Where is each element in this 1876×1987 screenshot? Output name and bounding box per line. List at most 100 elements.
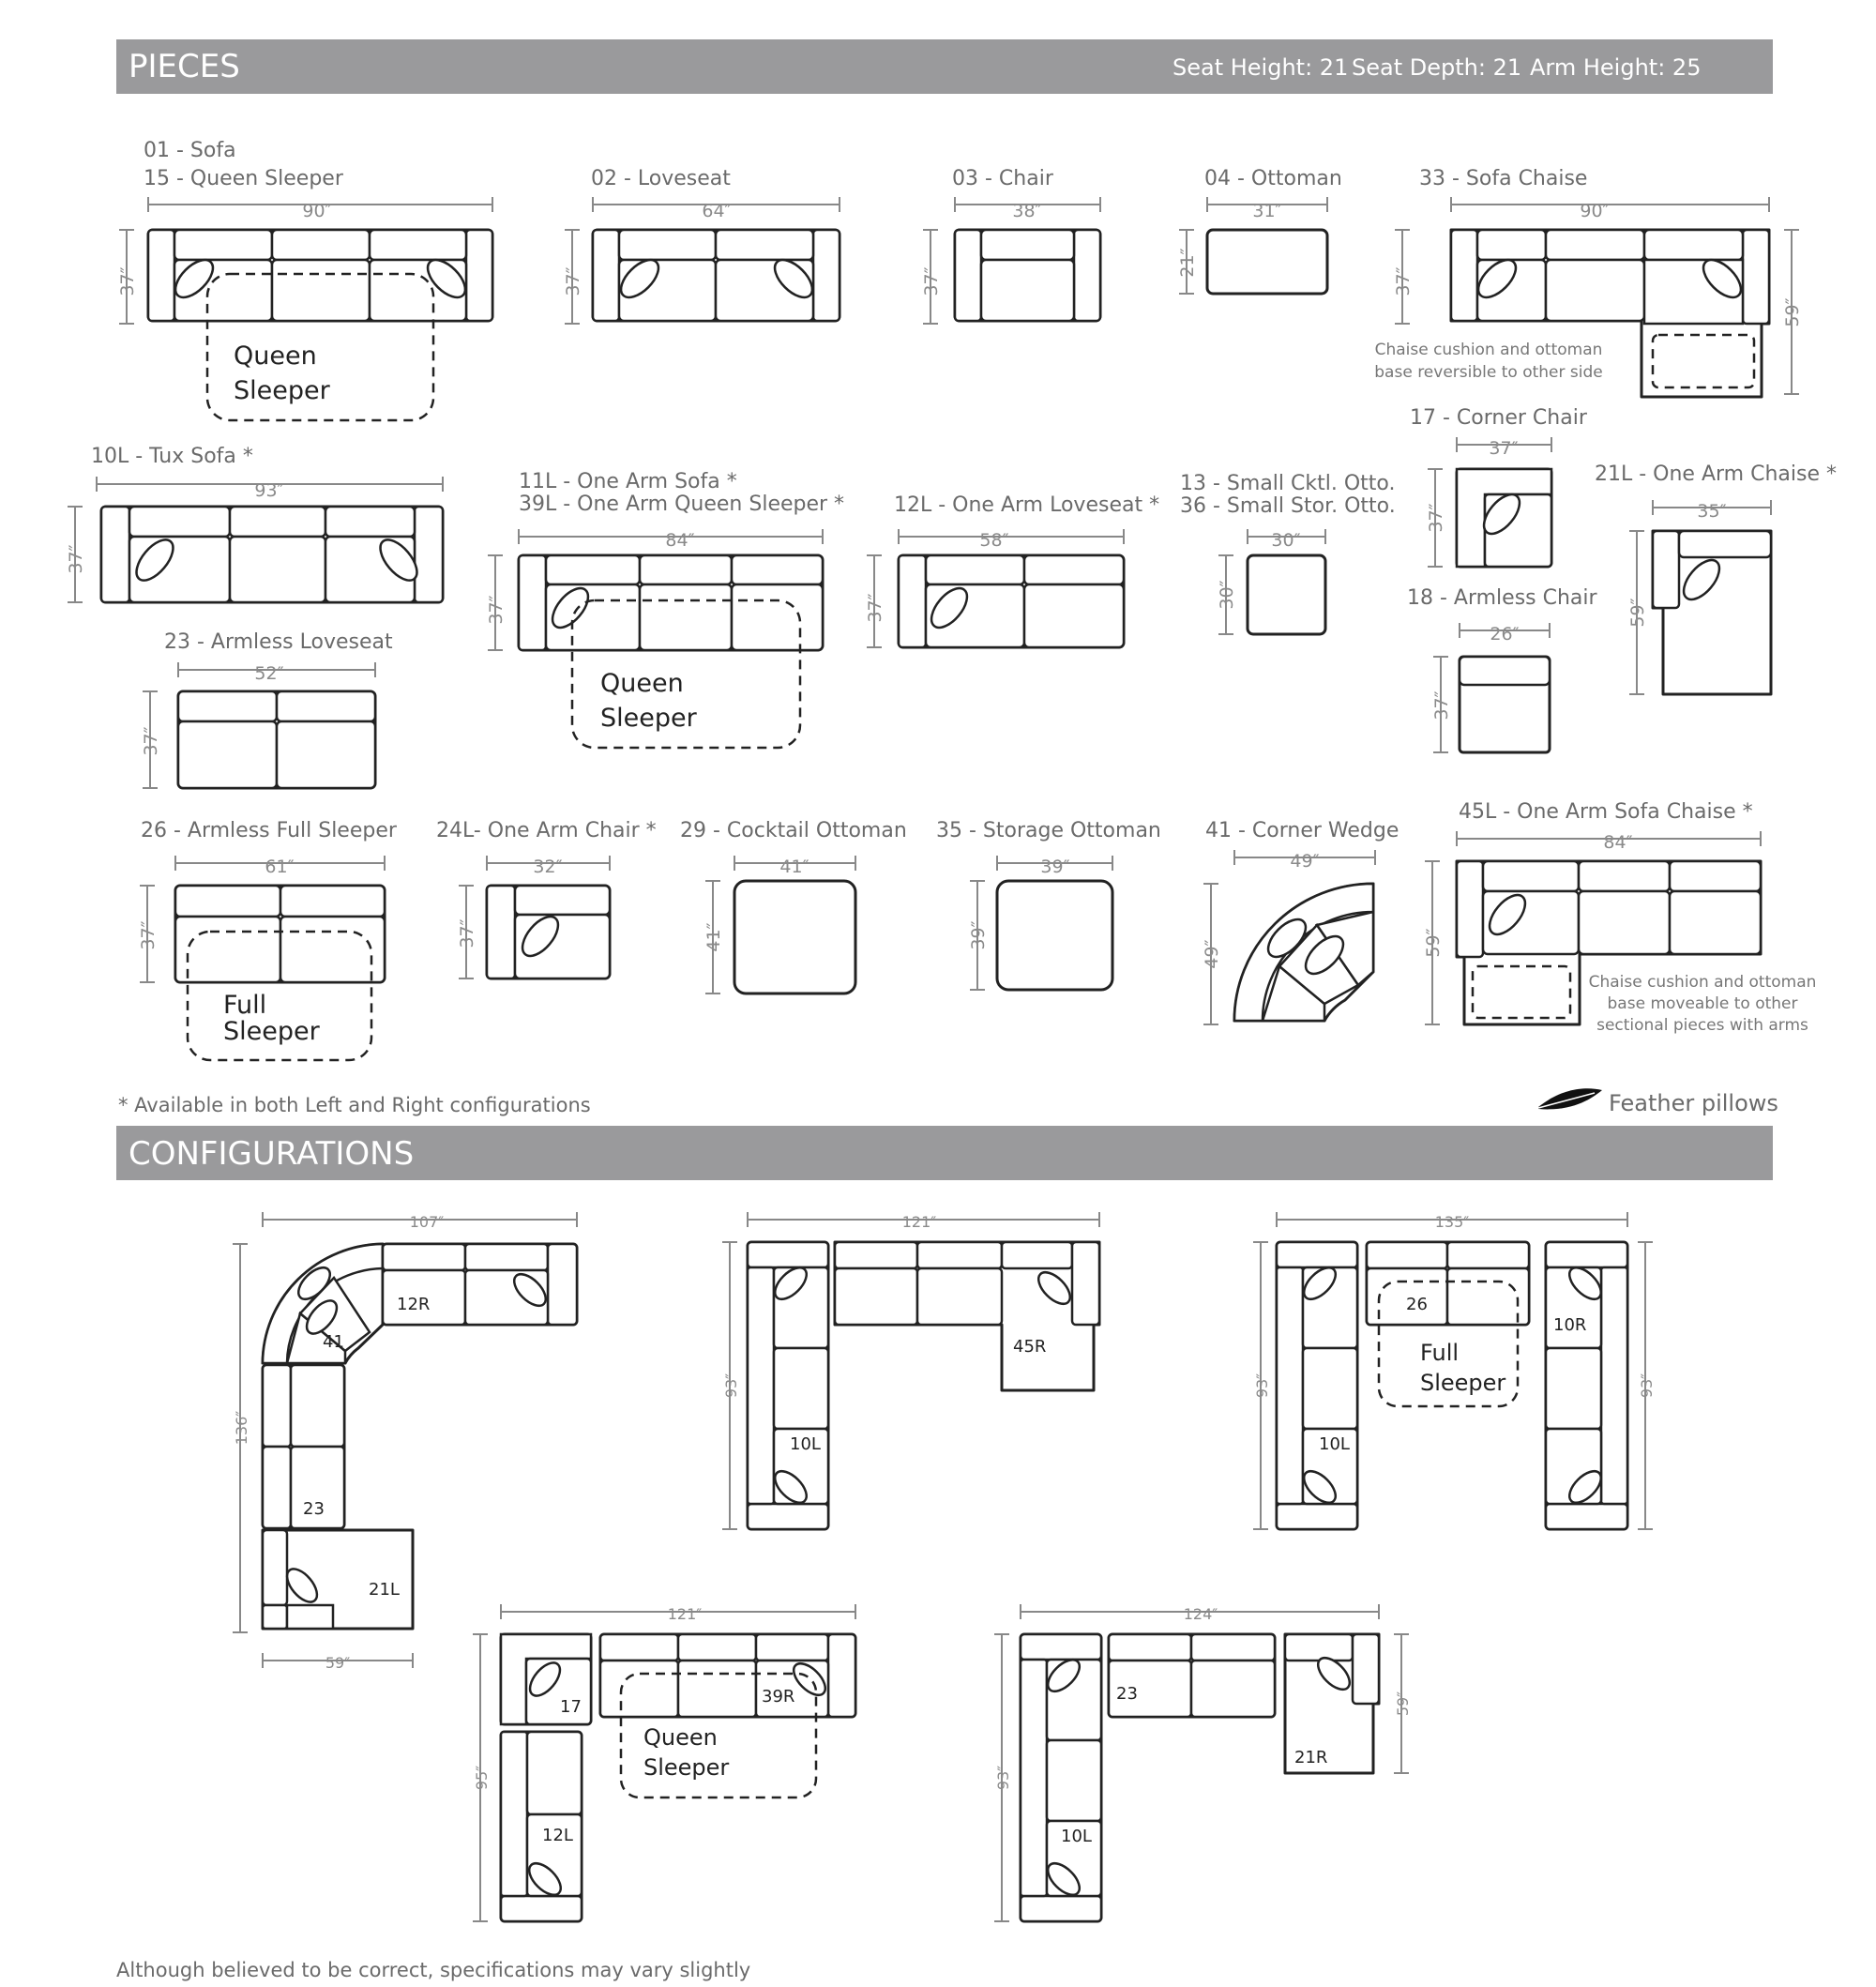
configurations-header-band: CONFIGURATIONS xyxy=(116,1126,1773,1180)
piece-10l-tux-sofa: 10L - Tux Sofa * 93″ 37″ xyxy=(66,445,445,604)
width-label: 90″ xyxy=(302,201,331,221)
chaise-note: Chaise cushion and ottoman xyxy=(1589,973,1817,992)
piece-label: 39L - One Arm Queen Sleeper * xyxy=(519,493,844,516)
sleeper-outline xyxy=(186,930,373,1062)
piece-21l-one-arm-chaise: 21L - One Arm Chaise * 35″ 59″ xyxy=(1595,463,1837,696)
throw-pillow xyxy=(1476,258,1518,299)
chaise-note: Chaise cushion and ottoman xyxy=(1375,341,1603,359)
config-height-right-label: 93″ xyxy=(1638,1373,1656,1398)
piece-label: 21L - One Arm Chaise * xyxy=(1595,463,1837,486)
feather-icon xyxy=(1537,1088,1602,1110)
back-cushion xyxy=(270,228,371,262)
back-cushion xyxy=(173,228,274,262)
sleeper-text: Sleeper xyxy=(600,704,698,733)
width-label: 84″ xyxy=(1603,832,1632,853)
piece-code: 17 xyxy=(560,1697,582,1717)
seat-height-spec: Seat Height: 21 xyxy=(1172,54,1349,81)
piece-code: 23 xyxy=(1116,1684,1138,1704)
width-label: 49″ xyxy=(1290,851,1319,872)
config-width-label: 121″ xyxy=(668,1605,703,1623)
piece-26-armless-full-sleeper: 26 - Armless Full Sleeper 61″ 37″ Full S… xyxy=(138,819,398,1062)
piece-code: 10L xyxy=(1061,1827,1092,1846)
piece-02-loveseat: 02 - Loveseat 64″ 37″ xyxy=(563,167,841,325)
config-height-label: 93″ xyxy=(994,1766,1012,1790)
sleeper-text: Queen xyxy=(234,341,317,371)
piece-label: 12L - One Arm Loveseat * xyxy=(894,493,1159,517)
throw-pillow xyxy=(426,258,467,299)
piece-code: 26 xyxy=(1406,1295,1428,1314)
piece-35-storage-ottoman: 35 - Storage Ottoman 39″ 39″ xyxy=(936,819,1161,992)
piece-18-armless-chair: 18 - Armless Chair 26″ 37″ xyxy=(1407,586,1598,754)
piece-label: 17 - Corner Chair xyxy=(1410,406,1588,430)
config-4: 121″ 95″ 17 39R Queen Sleeper 12L xyxy=(473,1604,857,1923)
piece-code: 21R xyxy=(1294,1748,1327,1767)
piece-13-small-ottoman: 13 - Small Cktl. Otto. 36 - Small Stor. … xyxy=(1180,472,1396,636)
piece-03-chair: 03 - Chair 38″ 37″ xyxy=(921,167,1102,325)
height-label: 37″ xyxy=(457,918,477,948)
sleeper-text: Sleeper xyxy=(643,1754,729,1781)
config-height-label: 93″ xyxy=(1253,1373,1271,1398)
piece-11l-one-arm-sofa: 11L - One Arm Sofa * 39L - One Arm Queen… xyxy=(486,470,844,750)
width-label: 58″ xyxy=(979,530,1008,551)
piece-24l-one-arm-chair: 24L- One Arm Chair * 32″ 37″ xyxy=(436,819,657,980)
chaise-frame xyxy=(1651,529,1773,696)
width-label: 41″ xyxy=(779,857,809,877)
piece-label: 15 - Queen Sleeper xyxy=(144,167,344,190)
sleeper-text: Queen xyxy=(643,1724,718,1751)
height-label: 37″ xyxy=(486,595,507,624)
chaise-length-label: 59″ xyxy=(1782,297,1803,326)
piece-code: 21L xyxy=(369,1580,400,1600)
height-label: 37″ xyxy=(117,266,138,296)
config-height-label: 136″ xyxy=(233,1411,250,1446)
piece-label: 03 - Chair xyxy=(952,167,1054,190)
feather-pillows-label: Feather pillows xyxy=(1609,1090,1778,1116)
seat-cushion xyxy=(270,258,371,323)
chaise-note: sectional pieces with arms xyxy=(1596,1016,1808,1035)
piece-29-cocktail-ottoman: 29 - Cocktail Ottoman 41″ 41″ xyxy=(680,819,907,995)
sleeper-text: Full xyxy=(1420,1340,1459,1366)
sleeper-text: Queen xyxy=(600,669,684,698)
width-label: 38″ xyxy=(1012,201,1041,221)
piece-label: 33 - Sofa Chaise xyxy=(1419,167,1587,190)
width-label: 64″ xyxy=(702,201,731,221)
width-label: 90″ xyxy=(1580,201,1609,221)
piece-label: 01 - Sofa xyxy=(144,139,236,162)
height-label: 37″ xyxy=(141,726,161,755)
arm-height-spec: Arm Height: 25 xyxy=(1530,54,1702,81)
seat-depth-spec: Seat Depth: 21 xyxy=(1352,54,1522,81)
chaise-note: base reversible to other side xyxy=(1374,363,1602,382)
ottoman-base-outline xyxy=(1471,964,1572,1020)
cocktail-ottoman-top xyxy=(733,879,857,995)
height-label: 37″ xyxy=(865,593,885,622)
piece-label: 35 - Storage Ottoman xyxy=(936,819,1161,842)
throw-pillow xyxy=(1702,258,1743,299)
sleeper-text: Sleeper xyxy=(234,376,331,405)
height-label: 37″ xyxy=(1393,266,1414,296)
width-label: 52″ xyxy=(254,663,283,684)
config-width-label: 121″ xyxy=(902,1213,937,1231)
config-height-label: 93″ xyxy=(722,1373,740,1398)
config-width-label: 107″ xyxy=(410,1213,445,1231)
piece-label: 02 - Loveseat xyxy=(591,167,731,190)
height-label: 59″ xyxy=(1627,598,1648,627)
piece-code: 41 xyxy=(323,1332,344,1352)
pieces-header-band: PIECES Seat Height: 21 Seat Depth: 21 Ar… xyxy=(116,39,1773,94)
height-label: 37″ xyxy=(138,920,159,949)
width-label: 26″ xyxy=(1490,624,1519,645)
height-label: 41″ xyxy=(704,922,724,951)
width-label: 84″ xyxy=(665,530,694,551)
piece-33-sofa-chaise: 33 - Sofa Chaise 90″ 37″ 59″ Chaise cush… xyxy=(1374,167,1803,399)
configurations-title: CONFIGURATIONS xyxy=(129,1135,415,1173)
piece-code: 39R xyxy=(762,1687,794,1706)
width-label: 30″ xyxy=(1271,530,1300,551)
piece-45l-one-arm-sofa-chaise: 45L - One Arm Sofa Chaise * 84″ 59″ Chai… xyxy=(1423,800,1816,1035)
height-label: 30″ xyxy=(1217,580,1237,609)
small-ottoman-top xyxy=(1246,554,1327,636)
piece-label: 23 - Armless Loveseat xyxy=(164,630,393,654)
piece-code: 12L xyxy=(542,1826,573,1845)
width-label: 39″ xyxy=(1040,857,1069,877)
height-label: 21″ xyxy=(1177,248,1198,277)
sleeper-text: Sleeper xyxy=(1420,1370,1505,1396)
piece-17-corner-chair: 17 - Corner Chair 37″ 37″ xyxy=(1410,406,1588,569)
